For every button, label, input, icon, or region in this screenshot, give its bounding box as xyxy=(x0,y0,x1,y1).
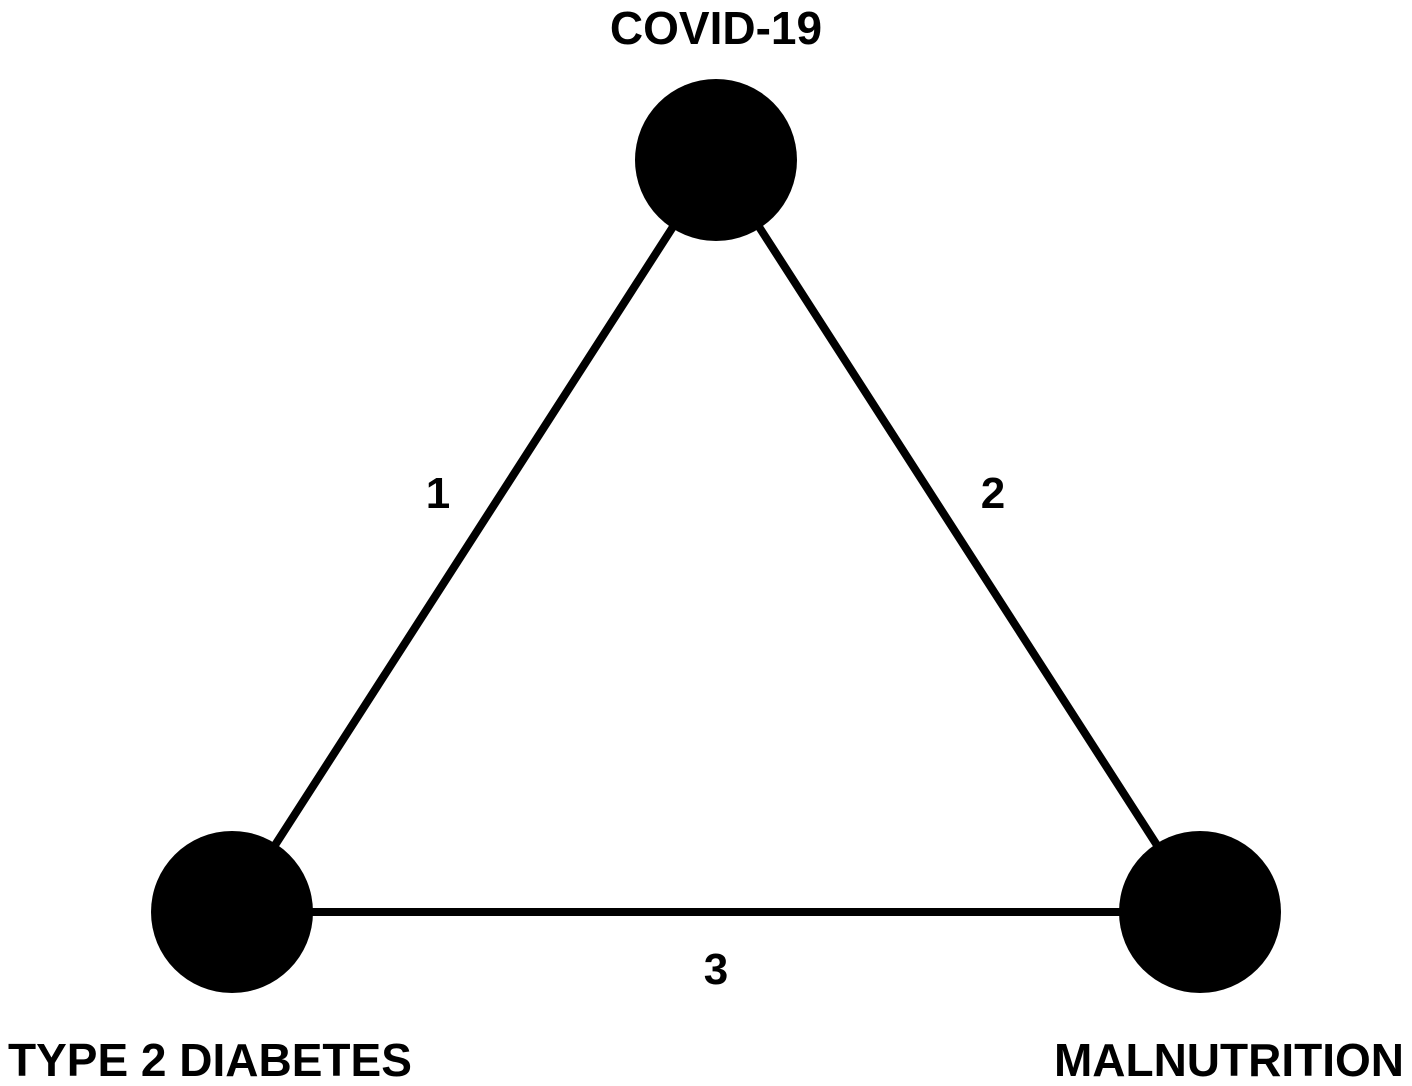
node-malnutrition xyxy=(1119,831,1281,993)
edge-covid-diabetes xyxy=(228,157,720,915)
edge-covid-malnutrition xyxy=(712,157,1204,915)
node-label-covid: COVID-19 xyxy=(610,2,822,54)
node-label-diabetes: TYPE 2 DIABETES xyxy=(8,1034,412,1086)
edge-label-2: 2 xyxy=(981,469,1005,518)
edge-label-3: 3 xyxy=(704,945,728,994)
edge-label-1: 1 xyxy=(426,469,450,518)
node-label-malnutrition: MALNUTRITION xyxy=(1054,1034,1404,1086)
node-diabetes xyxy=(151,831,313,993)
node-covid xyxy=(635,79,797,241)
